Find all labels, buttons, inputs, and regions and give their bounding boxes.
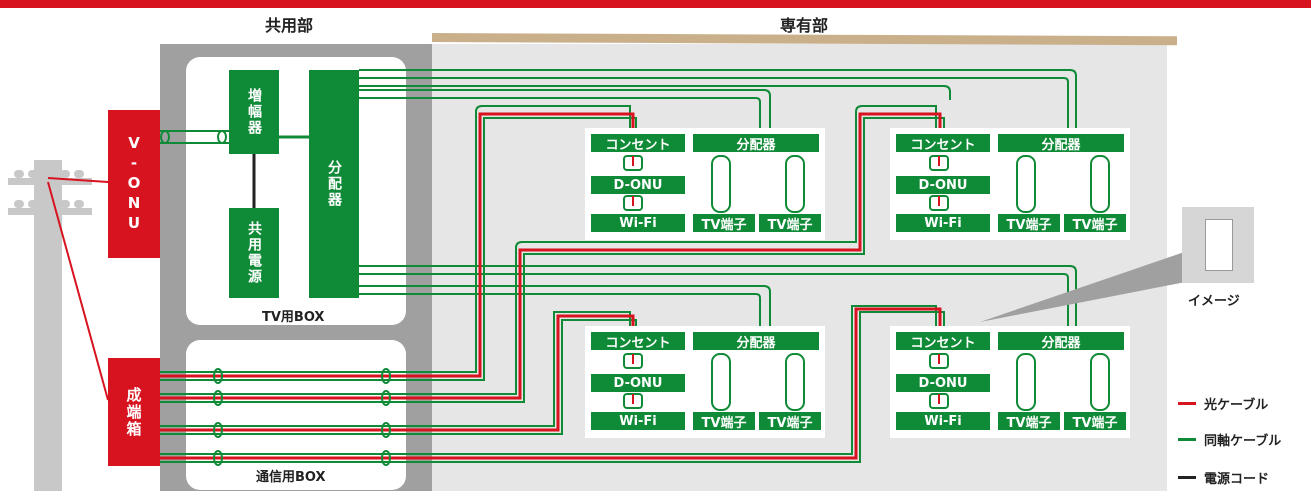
shared-section-label: 共用部 [265,16,314,35]
tv-box-label: TV用BOX [262,310,325,325]
tv-terminal-label: TV端子 [1064,412,1126,431]
private-section-label: 専有部 [780,16,829,35]
tv-terminal-label: TV端子 [998,412,1060,431]
tv-terminal-label: TV端子 [693,412,755,431]
comm-box-label: 通信用BOX [256,470,326,485]
vonu-box: V-ONU [108,110,160,258]
outlet-image-frame [1182,207,1254,283]
donu-label: D-ONU [591,374,685,392]
donu-label: D-ONU [896,176,990,194]
donu-label: D-ONU [896,374,990,392]
legend-fiber: 光ケーブル [1178,394,1268,413]
wifi-label: Wi-Fi [591,412,685,430]
outlet-label: コンセント [896,332,990,351]
unit-3: コンセント 分配器 D-ONU Wi-Fi TV端子 TV端子 [585,326,825,438]
tv-terminal-label: TV端子 [1064,214,1126,233]
amplifier: 増幅器 [229,70,279,154]
tv-terminal-label: TV端子 [693,214,755,233]
outlet-image [1205,219,1233,271]
wifi-label: Wi-Fi [896,214,990,232]
unit-splitter-label: 分配器 [693,332,819,351]
tv-terminal-label: TV端子 [759,214,821,233]
legend-power: 電源コード [1178,468,1269,487]
unit-splitter-label: 分配器 [998,332,1124,351]
outlet-label: コンセント [591,332,685,351]
tv-terminal-label: TV端子 [998,214,1060,233]
termination-box: 成端箱 [108,358,160,466]
outlet-label: コンセント [591,134,685,153]
tv-box [186,57,406,325]
main-splitter: 分配器 [309,70,359,298]
unit-splitter-label: 分配器 [693,134,819,153]
outlet-label: コンセント [896,134,990,153]
comm-box [186,340,406,490]
wifi-label: Wi-Fi [591,214,685,232]
unit-splitter-label: 分配器 [998,134,1124,153]
legend-coax: 同軸ケーブル [1178,430,1281,449]
donu-label: D-ONU [591,176,685,194]
wifi-label: Wi-Fi [896,412,990,430]
image-caption: イメージ [1188,294,1240,309]
tv-terminal-label: TV端子 [759,412,821,431]
top-banner-bar [0,0,1311,8]
shared-power-supply: 共用電源 [229,208,279,298]
unit-2: コンセント 分配器 D-ONU Wi-Fi TV端子 TV端子 [890,128,1130,240]
